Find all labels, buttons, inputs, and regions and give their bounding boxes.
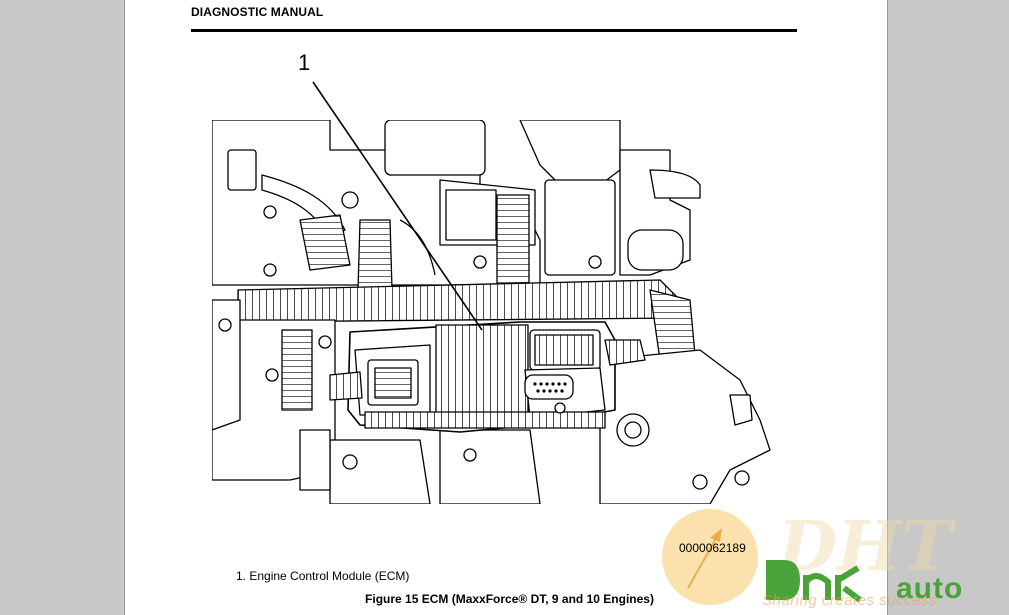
- figure-legend-item: 1. Engine Control Module (ECM): [236, 569, 410, 583]
- header-rule: [191, 29, 797, 32]
- figure-caption-text: Figure 15 ECM (MaxxForce® DT, 9 and 10 E…: [365, 592, 654, 606]
- callout-number: 1: [298, 50, 311, 75]
- callout-leader-line: [312, 81, 483, 331]
- watermark-tagline: Sharing creates success: [762, 592, 937, 609]
- figure-reference-id: 0000062189: [679, 541, 746, 555]
- watermark-brand-text: auto: [896, 572, 964, 605]
- dht-auto-watermark: DHT: [662, 507, 956, 605]
- watermark-logo-text: DHT: [776, 507, 956, 587]
- page-header: DIAGNOSTIC MANUAL: [191, 5, 324, 19]
- figure-caption: Figure 15 ECM (MaxxForce® DT, 9 and 10 E…: [0, 592, 1009, 606]
